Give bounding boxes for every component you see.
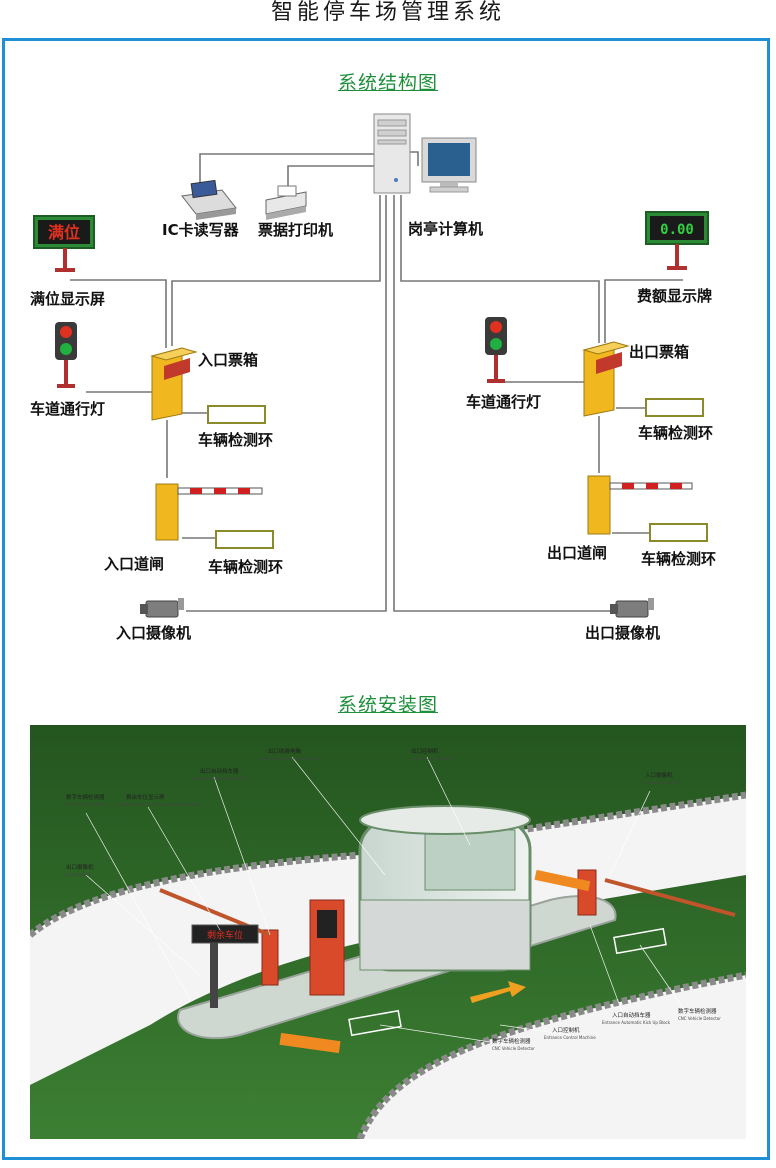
callout-entrance-kickup-cn: 入口自动挡车器 [612, 1011, 651, 1019]
label-entry-camera: 入口摄像机 [116, 624, 192, 642]
callout-detector-c-en: CNC Vehicle Detector [492, 1046, 535, 1051]
monitor-icon [421, 137, 477, 193]
label-booth-computer: 岗亭计算机 [408, 220, 484, 238]
lower-road [360, 975, 746, 1139]
label-exit-ticket-box: 出口票箱 [629, 343, 690, 361]
entry-gate-loop-icon [215, 530, 274, 549]
label-loop-exit-gate: 车辆检测环 [641, 550, 717, 568]
receipt-printer-icon [265, 185, 307, 220]
pc-tower-icon [373, 113, 411, 194]
label-fee-display: 费额显示牌 [637, 287, 713, 305]
callout-exit-computer-en: Exit Fare-collecting Computer [260, 756, 319, 761]
entry-ticket-box-icon [150, 347, 198, 421]
exit-ticket-box-icon [582, 341, 630, 417]
traffic-light-left-icon [55, 322, 77, 388]
upper-road [30, 795, 746, 1085]
fee-display-screen-text: 0.00 [660, 222, 694, 238]
remaining-space-sign-text: 剩余车位 [207, 929, 243, 941]
callout-exit-computer-cn: 出口收费电脑 [268, 747, 302, 755]
installation-scene: 剩余车位 出口收费电脑 Exit Fare-collecting Compute [30, 725, 746, 1139]
label-printer: 票据打印机 [258, 221, 334, 239]
installation-heading: 系统安装图 [338, 694, 439, 716]
callout-entrance-control-en: Entrance Control Machine [544, 1035, 596, 1040]
label-ic-reader: IC卡读写器 [162, 221, 239, 239]
full-space-display-icon [33, 215, 95, 272]
exit-box-loop-icon [645, 398, 704, 417]
callout-exit-camera-en: Exit Camera [66, 872, 91, 877]
callout-entrance-camera-cn: 入口摄像机 [645, 771, 673, 779]
callout-detector-b-cn: 数字车辆检测器 [678, 1007, 717, 1015]
callout-entrance-camera-en: Entrance Camera [645, 780, 680, 785]
label-lane-light-right: 车道通行灯 [466, 393, 542, 411]
label-loop-exit-box: 车辆检测环 [638, 424, 714, 442]
remaining-space-sign [191, 924, 259, 944]
label-exit-camera: 出口摄像机 [585, 624, 661, 642]
callout-detector-a-cn: 数字车辆检测器 [66, 793, 105, 801]
label-exit-gate: 出口道闸 [547, 544, 608, 562]
spike-strip-right [534, 869, 591, 892]
ic-card-reader-icon [181, 179, 237, 220]
label-lane-light-left: 车道通行灯 [30, 400, 106, 418]
exit-camera-icon [610, 598, 654, 618]
label-entry-gate: 入口道闸 [104, 555, 165, 573]
entry-camera-icon [140, 598, 184, 618]
entrance-control-machine [577, 869, 597, 916]
label-entry-ticket-box: 入口票箱 [198, 351, 259, 369]
callout-exit-control-en: Exit Control Machine [411, 756, 453, 761]
page-title: 智能停车场管理系统 [270, 0, 505, 25]
toll-booth [358, 805, 532, 972]
callout-exit-camera-cn: 出口摄像机 [66, 863, 94, 871]
direction-arrow [470, 981, 526, 1003]
label-full-display: 满位显示屏 [30, 290, 106, 308]
fee-display-icon [645, 211, 709, 270]
label-loop-entry-box: 车辆检测环 [198, 431, 274, 449]
traffic-light-right-icon [485, 317, 507, 383]
callout-detector-b-en: CNC Vehicle Detector [678, 1016, 721, 1021]
callout-display-screen-en: Display Screen of Remaining Parking Spac… [116, 802, 204, 807]
structure-diagram: 满位 0.00 [33, 113, 709, 618]
callout-detector-c-cn: 数字车辆检测器 [492, 1037, 531, 1045]
spike-strip-left [279, 1032, 341, 1054]
exit-gate-loop-icon [649, 523, 708, 542]
exit-barrier-gate-icon [587, 475, 693, 535]
callout-display-screen-cn: 剩余车位显示屏 [126, 793, 165, 801]
label-loop-entry-gate: 车辆检测环 [208, 558, 284, 576]
callout-exit-control-cn: 出口控制机 [411, 747, 439, 755]
callout-exit-kickup-cn: 出口自动挡车器 [200, 767, 239, 775]
entrance-barrier-arm [604, 878, 736, 917]
callout-exit-kickup-en: Exit Automatic Kick Up Block [192, 776, 250, 781]
full-display-screen-text: 满位 [48, 223, 80, 242]
entry-box-loop-icon [207, 405, 266, 424]
callout-entrance-control-cn: 入口控制机 [552, 1026, 580, 1034]
exit-barrier-housing [261, 929, 279, 986]
callout-entrance-kickup-en: Entrance Automatic Kick Up Block [602, 1020, 671, 1025]
installation-illustration: 剩余车位 出口收费电脑 Exit Fare-collecting Compute [30, 725, 746, 1139]
callout-detector-a-en: CNC Vehicle Detector [66, 802, 109, 807]
entry-barrier-gate-icon [155, 483, 263, 541]
structure-heading: 系统结构图 [338, 72, 439, 94]
